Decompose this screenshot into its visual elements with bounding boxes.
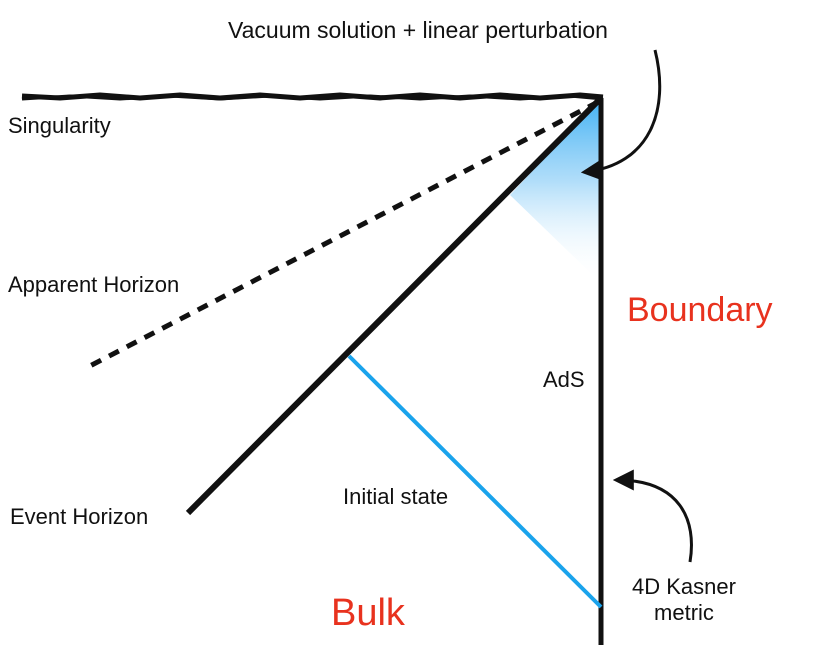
kasner-label-line1: 4D Kasner — [632, 574, 736, 599]
apparent-horizon-line — [86, 99, 600, 370]
kasner-label-line2: metric — [654, 600, 714, 625]
apparent-horizon-label: Apparent Horizon — [8, 272, 180, 297]
event-horizon-label: Event Horizon — [10, 504, 149, 529]
singularity-line-texture — [21, 94, 604, 101]
ads-label: AdS — [543, 367, 585, 392]
bulk-label: Bulk — [331, 592, 405, 634]
kasner-arrow — [612, 469, 693, 563]
singularity-line — [21, 92, 604, 101]
perturbation-shaded-region — [510, 98, 601, 283]
vacuum-perturbation-label: Vacuum solution + linear perturbation — [228, 17, 608, 43]
boundary-label: Boundary — [627, 291, 773, 329]
kasner-metric-label: 4D Kasner metric — [614, 574, 754, 626]
initial-state-line — [347, 354, 603, 609]
initial-state-label: Initial state — [343, 484, 449, 509]
event-horizon-line — [185, 95, 604, 516]
singularity-label: Singularity — [8, 113, 111, 138]
vacuum-arrow — [580, 49, 662, 181]
